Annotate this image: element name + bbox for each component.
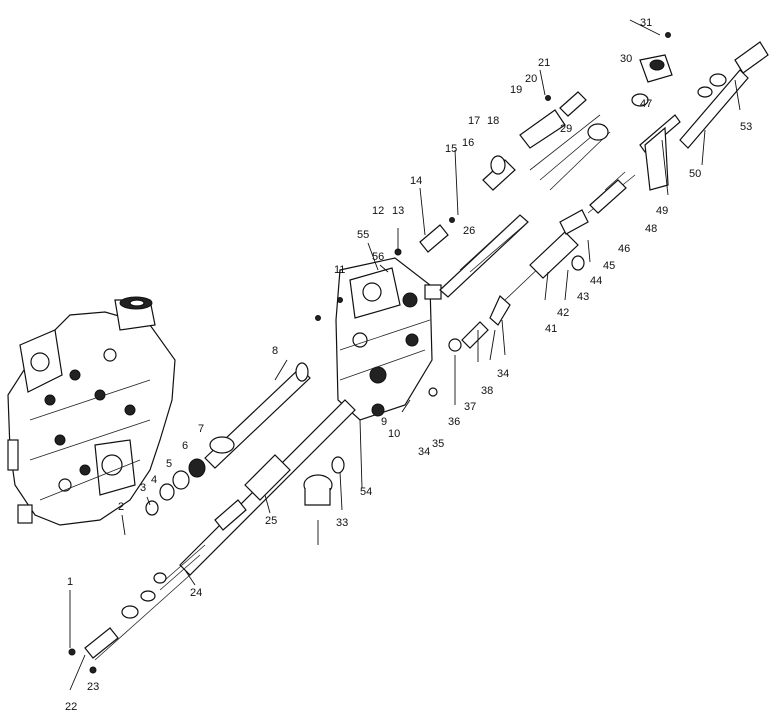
spool-assembly-lower [69, 399, 356, 691]
spool-assembly-top [419, 41, 769, 298]
exploded-valve-section [335, 257, 442, 421]
assembled-valve-body [7, 296, 176, 526]
callout-11: 11 [334, 264, 345, 276]
callout-15: 15 [445, 143, 457, 155]
callout-54: 54 [360, 486, 372, 498]
callout-5: 5 [166, 458, 172, 470]
leader-lines [69, 19, 741, 648]
callout-19: 19 [510, 84, 522, 96]
callout-45: 45 [603, 260, 615, 272]
callout-3: 3 [140, 482, 146, 494]
callout-30: 30 [620, 53, 632, 65]
callout-41: 41 [545, 323, 557, 335]
callout-9: 9 [381, 416, 387, 428]
callout-7: 7 [198, 423, 204, 435]
callout-labels: 1 2 3 4 5 6 7 8 9 10 11 12 13 14 15 16 1… [65, 17, 752, 713]
callout-38: 38 [481, 385, 493, 397]
callout-33: 33 [336, 517, 348, 529]
callout-36: 36 [448, 416, 460, 428]
callout-25: 25 [265, 515, 277, 527]
callout-46: 46 [618, 243, 630, 255]
callout-18: 18 [487, 115, 499, 127]
callout-14: 14 [410, 175, 422, 187]
callout-34-left: 34 [418, 446, 430, 458]
callout-31: 31 [640, 17, 652, 29]
callout-12: 12 [372, 205, 384, 217]
spool-assembly-upper [145, 362, 311, 516]
callout-22: 22 [65, 701, 77, 713]
callout-24: 24 [190, 587, 202, 599]
callout-35: 35 [432, 438, 444, 450]
callout-49: 49 [656, 205, 668, 217]
small-fasteners [68, 32, 671, 674]
callout-17: 17 [468, 115, 480, 127]
callout-34-right: 34 [497, 368, 509, 380]
callout-56: 56 [372, 251, 384, 263]
callout-43: 43 [577, 291, 589, 303]
callout-21: 21 [538, 57, 550, 69]
callout-44: 44 [590, 275, 602, 287]
callout-37: 37 [464, 401, 476, 413]
callout-23: 23 [87, 681, 99, 693]
spool-assembly-right [448, 174, 636, 352]
callout-55: 55 [357, 229, 369, 241]
callout-8: 8 [272, 345, 278, 357]
callout-48: 48 [645, 223, 657, 235]
callout-16: 16 [462, 137, 474, 149]
callout-26: 26 [463, 225, 475, 237]
callout-4: 4 [151, 474, 157, 486]
callout-42: 42 [557, 307, 569, 319]
callout-13: 13 [392, 205, 404, 217]
callout-53: 53 [740, 121, 752, 133]
callout-10: 10 [388, 428, 400, 440]
callout-1: 1 [67, 576, 73, 588]
callout-47: 47 [640, 98, 652, 110]
callout-29: 29 [560, 123, 572, 135]
callout-20: 20 [525, 73, 537, 85]
callout-6: 6 [182, 440, 188, 452]
callout-50: 50 [689, 168, 701, 180]
callout-2: 2 [118, 501, 124, 513]
plug-assembly [303, 456, 345, 506]
